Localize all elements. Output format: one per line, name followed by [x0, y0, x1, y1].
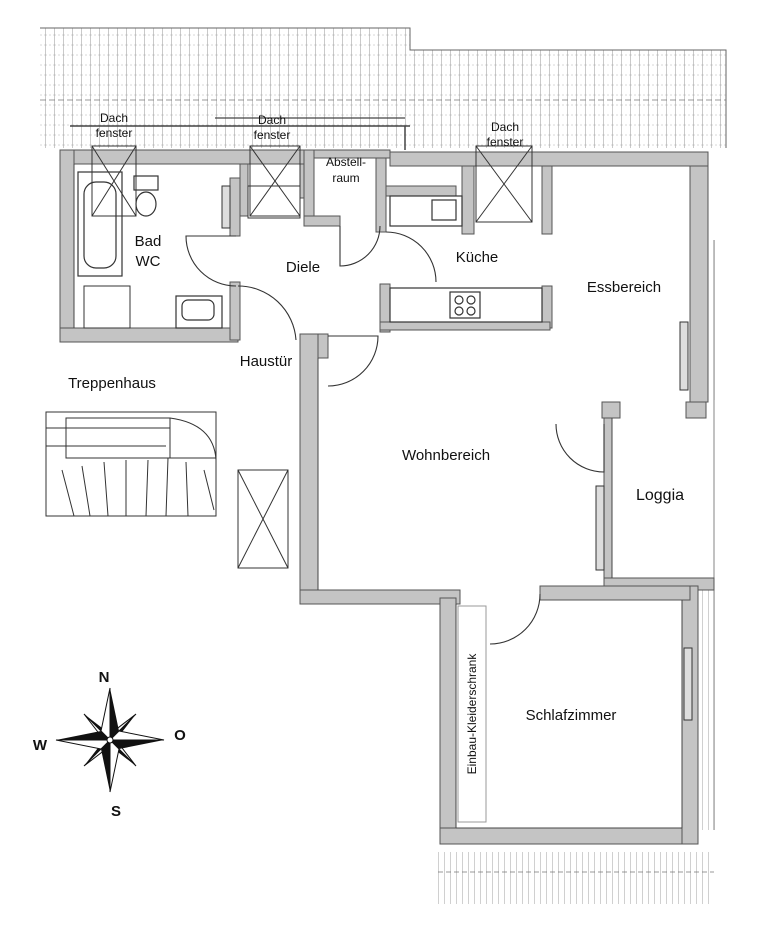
- label-diele: Diele: [286, 259, 320, 276]
- label-einbau-kleiderschrank: Einbau-Kleiderschrank: [465, 653, 479, 775]
- compass-label-n: N: [99, 669, 110, 686]
- label-essbereich: Essbereich: [587, 279, 661, 296]
- label-bad: Bad: [135, 233, 162, 250]
- compass-star-icon: [55, 687, 165, 793]
- compass-label-o: O: [174, 727, 186, 744]
- label-abstellraum-b: raum: [332, 171, 359, 185]
- roof-top: [40, 27, 727, 150]
- radiators: [595, 321, 693, 721]
- label-wc: WC: [136, 253, 161, 270]
- compass-label-s: S: [111, 803, 121, 820]
- compass-label-w: W: [33, 737, 48, 754]
- staircase: [45, 411, 217, 517]
- radiator-bath: [221, 185, 231, 229]
- label-dachfenster-2-b: fenster: [254, 128, 291, 142]
- toilet: [133, 175, 159, 217]
- label-dachfenster-1-b: fenster: [96, 126, 133, 140]
- sink: [175, 295, 223, 329]
- label-dachfenster-2: Dach: [258, 113, 286, 127]
- doors: [185, 225, 605, 645]
- label-dachfenster-3: Dach: [491, 120, 519, 134]
- bathtub: [77, 171, 123, 277]
- label-loggia: Loggia: [636, 487, 684, 504]
- wall-outlines: [73, 164, 683, 829]
- roof-right: [696, 240, 718, 830]
- label-kueche: Küche: [456, 249, 499, 266]
- label-dachfenster-1: Dach: [100, 111, 128, 125]
- compass-rose: N S W O: [33, 669, 186, 820]
- label-wohnbereich: Wohnbereich: [402, 447, 490, 464]
- label-abstellraum: Abstell-: [326, 155, 366, 169]
- label-dachfenster-3-b: fenster: [487, 135, 524, 149]
- kitchen-counter-top: [389, 195, 463, 227]
- wardrobe: [457, 605, 487, 823]
- room-labels: Dach fenster Dach fenster Dach fenster A…: [68, 111, 684, 774]
- skylights: [91, 145, 533, 569]
- label-schlafzimmer: Schlafzimmer: [526, 707, 617, 724]
- shower-tray: [83, 285, 131, 329]
- stove: [389, 287, 543, 323]
- walls: [59, 149, 715, 845]
- roof-bottom: [438, 852, 714, 904]
- shower-tray-2: [247, 185, 301, 219]
- label-treppenhaus: Treppenhaus: [68, 375, 156, 392]
- label-haustuer: Haustür: [240, 353, 293, 370]
